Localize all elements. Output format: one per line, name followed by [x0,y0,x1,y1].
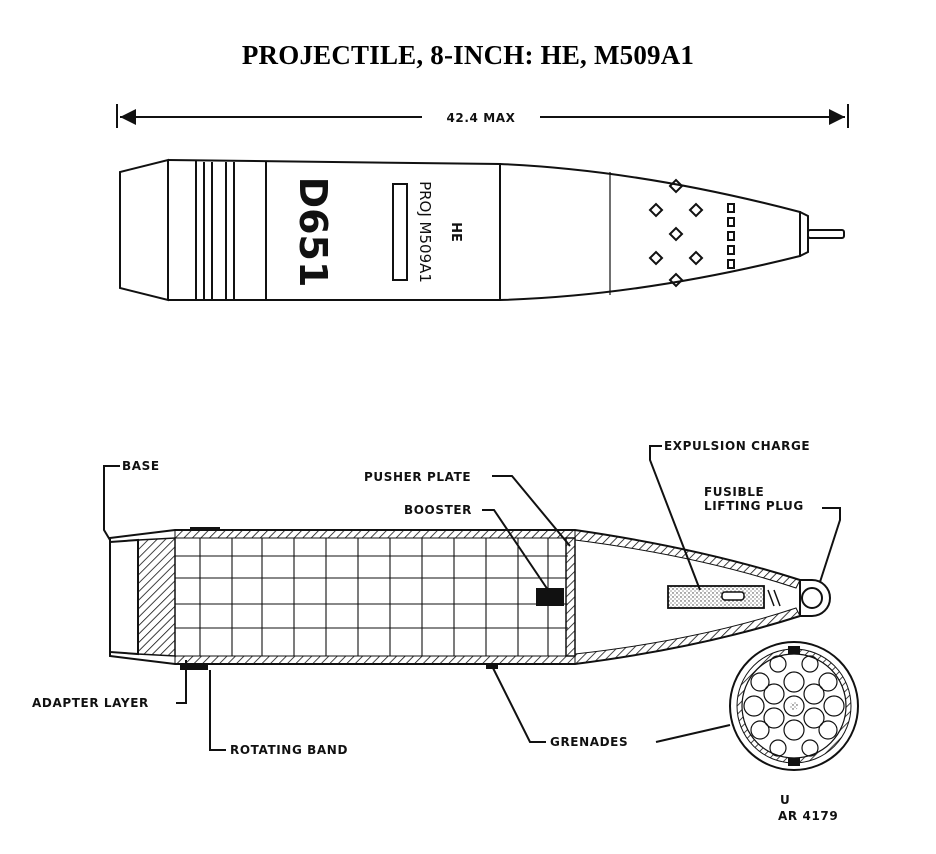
grenade-grid [175,538,568,656]
body-code-stencil: D651 [291,177,335,288]
label-grenades: GRENADES [550,735,628,749]
pusher-plate [565,537,576,657]
leader-lines [103,445,841,751]
label-rotating-band: ROTATING BAND [230,743,348,757]
grenade-cross-section [729,641,859,771]
label-expulsion-charge: EXPULSION CHARGE [664,439,810,453]
footer-code-ar: AR 4179 [778,809,838,823]
fusible-lifting-plug [800,579,831,617]
label-base: BASE [122,459,160,473]
band-blocks [727,203,735,269]
exterior-view: 42.4 MAX [116,104,849,302]
length-label: 42.4 MAX [446,111,515,125]
label-booster: BOOSTER [404,503,472,517]
length-dimension: 42.4 MAX [116,104,849,128]
footer-code-u: U [780,793,790,807]
model-stencil: PROJ M509A1 [416,181,434,283]
label-fusible: FUSIBLE [704,485,764,499]
booster [536,588,564,606]
diamond-markings [648,178,704,288]
projectile-exterior: D651 PROJ M509A1 HE [119,158,845,302]
cutaway-view: BASE PUSHER PLATE BOOSTER EXPULSION CHAR… [32,439,859,771]
diagram-title: PROJECTILE, 8-INCH: HE, M509A1 [241,40,695,70]
marking-box [392,183,408,281]
lot-stencil: HE [448,222,463,242]
expulsion-charge [667,585,765,609]
label-lifting-plug: LIFTING PLUG [704,499,804,513]
label-adapter-layer: ADAPTER LAYER [32,696,149,710]
label-pusher-plate: PUSHER PLATE [364,470,471,484]
